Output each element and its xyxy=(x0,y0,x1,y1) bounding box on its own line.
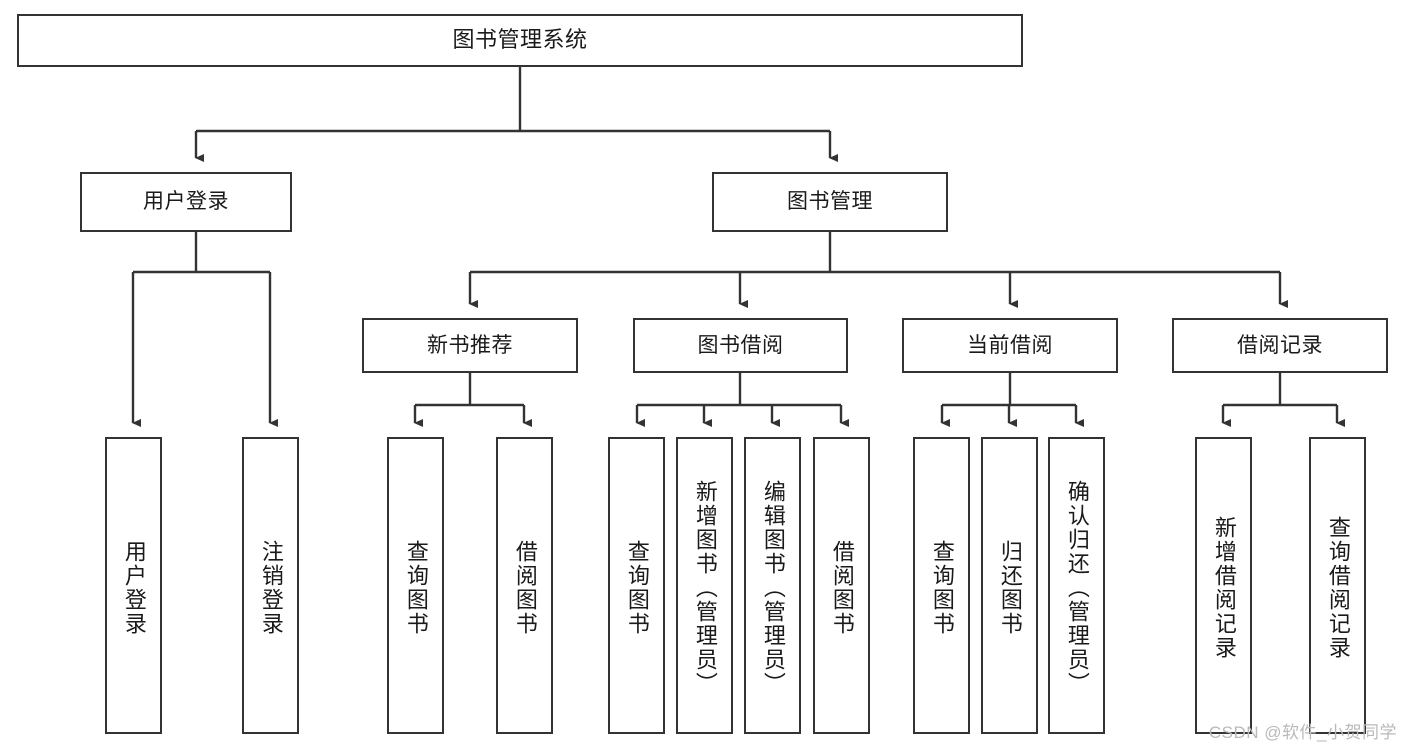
leaf-inner: 编辑图书（管理员） xyxy=(746,443,799,732)
node-leaf-query-book-2-label: 查询图书 xyxy=(624,539,650,636)
node-book-borrow[interactable]: 图书借阅 xyxy=(633,318,848,373)
node-leaf-borrow-book-1[interactable]: 借阅图书 xyxy=(496,437,553,734)
leaf-inner: 查询图书 xyxy=(610,443,663,732)
node-leaf-query-book-2[interactable]: 查询图书 xyxy=(608,437,665,734)
node-leaf-query-book-3[interactable]: 查询图书 xyxy=(913,437,970,734)
node-leaf-query-book-1[interactable]: 查询图书 xyxy=(387,437,444,734)
leaf-inner: 确认归还（管理员） xyxy=(1050,443,1103,732)
node-leaf-add-record[interactable]: 新增借阅记录 xyxy=(1195,437,1252,734)
node-leaf-user-login[interactable]: 用户登录 xyxy=(105,437,162,734)
node-leaf-query-record-label: 查询借阅记录 xyxy=(1325,515,1351,660)
node-leaf-add-record-label: 新增借阅记录 xyxy=(1211,515,1237,660)
node-borrow-record-label: 借阅记录 xyxy=(1237,333,1323,357)
node-book-management[interactable]: 图书管理 xyxy=(712,172,948,232)
node-book-borrow-label: 图书借阅 xyxy=(697,333,784,357)
node-leaf-query-record[interactable]: 查询借阅记录 xyxy=(1309,437,1366,734)
leaf-inner: 新增借阅记录 xyxy=(1197,443,1250,732)
node-leaf-logout-login-label: 注销登录 xyxy=(258,539,284,636)
node-leaf-user-login-label: 用户登录 xyxy=(121,539,147,636)
leaf-inner: 注销登录 xyxy=(244,443,297,732)
node-leaf-return-book[interactable]: 归还图书 xyxy=(981,437,1038,734)
node-leaf-borrow-book-2[interactable]: 借阅图书 xyxy=(813,437,870,734)
node-user-login[interactable]: 用户登录 xyxy=(80,172,292,232)
node-new-book-recommend[interactable]: 新书推荐 xyxy=(362,318,578,373)
node-leaf-return-book-label: 归还图书 xyxy=(997,539,1023,636)
leaf-inner: 查询图书 xyxy=(915,443,968,732)
node-current-borrow[interactable]: 当前借阅 xyxy=(902,318,1118,373)
node-leaf-add-book-label: 新增图书（管理员） xyxy=(692,479,718,696)
leaf-inner: 借阅图书 xyxy=(498,443,551,732)
leaf-inner: 查询图书 xyxy=(389,443,442,732)
node-leaf-add-book[interactable]: 新增图书（管理员） xyxy=(676,437,733,734)
node-root-label: 图书管理系统 xyxy=(452,27,588,53)
node-book-management-label: 图书管理 xyxy=(787,190,873,214)
node-leaf-logout-login[interactable]: 注销登录 xyxy=(242,437,299,734)
node-borrow-record[interactable]: 借阅记录 xyxy=(1172,318,1388,373)
node-leaf-query-book-1-label: 查询图书 xyxy=(403,539,429,636)
leaf-inner: 用户登录 xyxy=(107,443,160,732)
node-leaf-query-book-3-label: 查询图书 xyxy=(929,539,955,636)
node-root[interactable]: 图书管理系统 xyxy=(17,14,1023,67)
node-leaf-confirm-return-label: 确认归还（管理员） xyxy=(1064,479,1090,696)
leaf-inner: 借阅图书 xyxy=(815,443,868,732)
node-current-borrow-label: 当前借阅 xyxy=(967,333,1053,357)
node-leaf-edit-book[interactable]: 编辑图书（管理员） xyxy=(744,437,801,734)
watermark-text: CSDN @软件_小贺同学 xyxy=(1208,723,1397,742)
node-leaf-confirm-return[interactable]: 确认归还（管理员） xyxy=(1048,437,1105,734)
leaf-inner: 新增图书（管理员） xyxy=(678,443,731,732)
leaf-inner: 归还图书 xyxy=(983,443,1036,732)
node-leaf-borrow-book-2-label: 借阅图书 xyxy=(829,539,855,636)
node-new-book-recommend-label: 新书推荐 xyxy=(427,333,513,357)
leaf-inner: 查询借阅记录 xyxy=(1311,443,1364,732)
node-leaf-borrow-book-1-label: 借阅图书 xyxy=(512,539,538,636)
node-user-login-label: 用户登录 xyxy=(143,190,229,214)
node-leaf-edit-book-label: 编辑图书（管理员） xyxy=(760,479,786,696)
